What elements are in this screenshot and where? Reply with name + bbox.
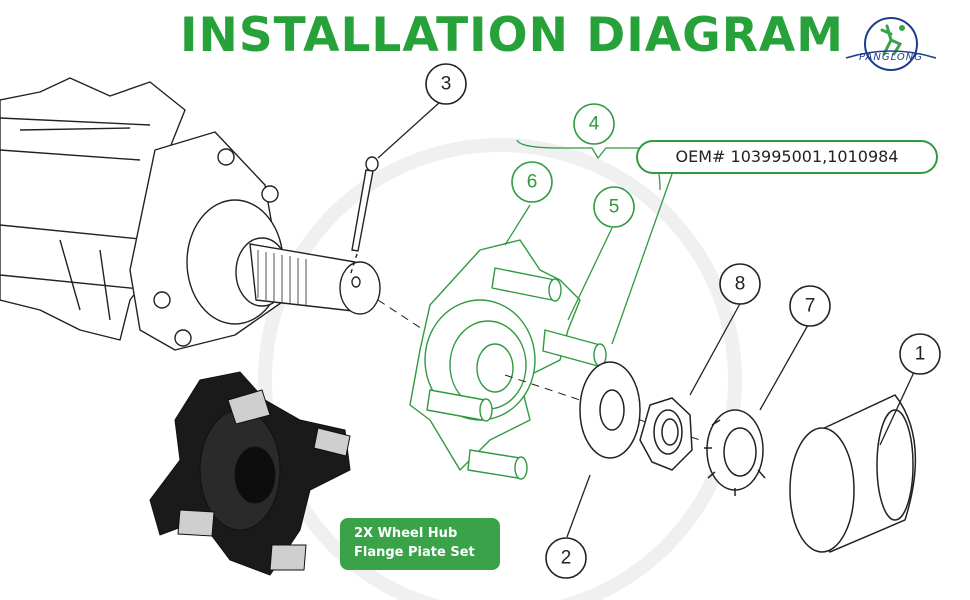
callout-2-circle bbox=[545, 537, 587, 579]
callout-7: 7 bbox=[805, 296, 816, 317]
callout-4-circle bbox=[573, 103, 615, 145]
callout-3-circle bbox=[425, 63, 467, 105]
callout-2: 2 bbox=[561, 548, 572, 569]
panglong-logo bbox=[845, 17, 937, 71]
dust-cap bbox=[789, 394, 917, 553]
axle-housing bbox=[0, 77, 381, 351]
callout-4: 4 bbox=[589, 114, 600, 135]
callout-5: 5 bbox=[609, 197, 620, 218]
callout-1-circle bbox=[899, 333, 941, 375]
callout-1: 1 bbox=[915, 344, 926, 365]
hex-nut bbox=[639, 397, 693, 471]
castle-nut bbox=[704, 409, 766, 496]
page-title: INSTALLATION DIAGRAM bbox=[180, 8, 845, 63]
callout-3: 3 bbox=[441, 74, 452, 95]
washer bbox=[579, 361, 641, 459]
callout-6: 6 bbox=[527, 172, 538, 193]
brand-name: PANGLONG bbox=[859, 52, 923, 63]
oem-label: OEM# 103995001,1010984 bbox=[636, 140, 938, 174]
callout-5-circle bbox=[593, 186, 635, 228]
callout-8-circle bbox=[719, 263, 761, 305]
hub-flange-green bbox=[409, 239, 607, 480]
cotter-pin bbox=[349, 156, 379, 277]
set-badge-line1: 2X Wheel Hub bbox=[354, 526, 458, 541]
callout-7-circle bbox=[789, 285, 831, 327]
set-badge-line2: Flange Piate Set bbox=[354, 545, 475, 560]
callout-8: 8 bbox=[735, 274, 746, 295]
black-hub-photo bbox=[149, 371, 351, 576]
watermark bbox=[258, 138, 742, 600]
callout-6-circle bbox=[511, 161, 553, 203]
set-badge: 2X Wheel Hub Flange Piate Set bbox=[340, 518, 500, 570]
